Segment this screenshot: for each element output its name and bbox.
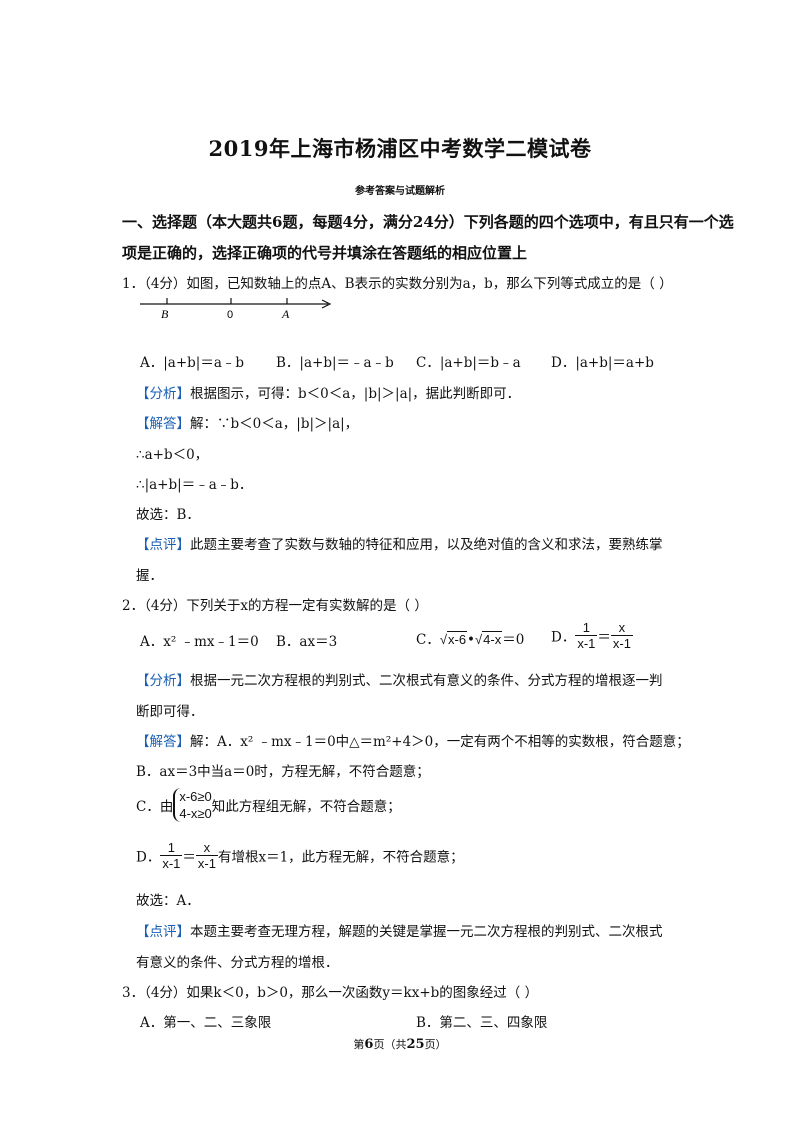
q1-answer-line3: ∴|a+b|＝﹣a﹣b． — [136, 477, 253, 493]
q2-analysis: 【分析】根据一元二次方程根的判别式、二次根式有意义的条件、分式方程的增根逐一判 — [136, 673, 663, 689]
q1-analysis: 【分析】根据图示，可得：b＜0＜a，|b|＞|a|，据此判断即可． — [136, 386, 521, 402]
page-title: 2019年上海市杨浦区中考数学二模试卷 — [208, 136, 592, 161]
current-page-number: 6 — [364, 1037, 374, 1052]
q2-option-b: B．ax＝3 — [276, 634, 338, 650]
q1-comment: 【点评】此题主要考查了实数与数轴的特征和应用，以及绝对值的含义和求法，要熟练掌 — [136, 537, 663, 553]
q1-answer-line4: 故选：B． — [136, 507, 200, 523]
q2-stem: 2．（4分）下列关于x的方程一定有实数解的是（ ） — [122, 598, 428, 614]
q1-number-line: B 0 A — [140, 298, 332, 321]
q2-option-c: C．√x-6•√4-x＝0 — [416, 631, 525, 648]
analysis-tag: 【分析】 — [136, 386, 190, 402]
q2-comment-line2: 有意义的条件、分式方程的增根． — [136, 955, 339, 971]
q1-option-d: D．|a+b|＝a+b — [551, 355, 654, 371]
number-line-arrow — [321, 299, 332, 309]
page-subtitle: 参考答案与试题解析 — [355, 186, 445, 197]
total-pages: 25 — [406, 1037, 425, 1052]
label-b: B — [161, 307, 169, 321]
analysis-tag: 【分析】 — [136, 673, 190, 689]
q2-analysis-line2: 断即可得． — [136, 704, 204, 720]
q2-comment: 【点评】本题主要考查无理方程，解题的关键是掌握一元二次方程根的判别式、二次根式 — [136, 924, 663, 940]
q3-option-a: A．第一、二、三象限 — [140, 1015, 272, 1031]
q1-stem: 1．（4分）如图，已知数轴上的点A、B表示的实数分别为a，b，那么下列等式成立的… — [122, 276, 673, 292]
comment-tag: 【点评】 — [136, 924, 190, 940]
section-heading-line2: 项是正确的，选择正确项的代号并填涂在答题纸的相应位置上 — [122, 244, 528, 262]
q1-answer: 【解答】解：∵b＜0＜a，|b|＞|a|， — [136, 416, 359, 432]
q2-answer-line2: B．ax＝3中当a＝0时，方程无解，不符合题意； — [136, 764, 430, 780]
q2-option-a: A．x² ﹣mx﹣1＝0 — [140, 634, 259, 650]
answer-tag: 【解答】 — [136, 734, 190, 750]
q1-option-c: C．|a+b|＝b﹣a — [416, 355, 521, 371]
q1-option-a: A．|a+b|＝a﹣b — [140, 355, 245, 371]
q3-option-b: B．第二、三、四象限 — [416, 1015, 548, 1031]
q2-answer: 【解答】解：A．x² ﹣mx﹣1＝0中△＝m²+4＞0，一定有两个不相等的实数根… — [136, 734, 690, 750]
page-footer: 第6页（共25页） — [353, 1037, 447, 1052]
q1-option-b: B．|a+b|＝﹣a﹣b — [276, 355, 394, 371]
q2-answer-final: 故选：A． — [136, 893, 200, 909]
comment-tag: 【点评】 — [136, 537, 190, 553]
q1-answer-line2: ∴a+b＜0， — [136, 447, 209, 463]
label-a: A — [281, 307, 290, 321]
label-zero: 0 — [227, 309, 233, 321]
q3-stem: 3．（4分）如果k＜0，b＞0，那么一次函数y＝kx+b的图象经过（ ） — [122, 985, 539, 1001]
section-heading-line1: 一、选择题（本大题共6题，每题4分，满分24分）下列各题的四个选项中，有且只有一… — [122, 213, 734, 231]
q1-comment-line2: 握． — [136, 568, 163, 584]
answer-tag: 【解答】 — [136, 416, 190, 432]
